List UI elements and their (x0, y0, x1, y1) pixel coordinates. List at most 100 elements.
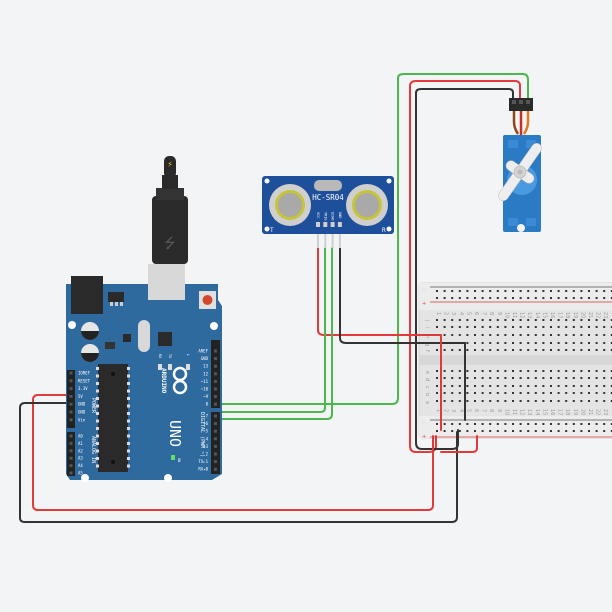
servo-motor[interactable] (487, 98, 552, 232)
rail-hole[interactable] (565, 290, 568, 292)
rail-hole[interactable] (534, 423, 537, 425)
terminal-hole[interactable] (565, 334, 568, 336)
terminal-hole[interactable] (610, 319, 612, 321)
terminal-hole[interactable] (580, 334, 583, 336)
rail-hole[interactable] (534, 297, 537, 299)
terminal-hole[interactable] (565, 385, 568, 387)
header-pin[interactable] (69, 387, 73, 391)
terminal-hole[interactable] (489, 319, 492, 321)
terminal-hole[interactable] (512, 326, 514, 328)
terminal-hole[interactable] (557, 326, 560, 328)
header-pin[interactable] (214, 372, 217, 376)
terminal-hole[interactable] (519, 377, 522, 379)
breadboard-holes[interactable] (436, 290, 612, 432)
terminal-hole[interactable] (504, 326, 507, 328)
terminal-hole[interactable] (489, 400, 492, 402)
header-pin[interactable] (214, 364, 217, 368)
terminal-hole[interactable] (451, 319, 454, 321)
terminal-hole[interactable] (458, 400, 461, 402)
rail-hole[interactable] (610, 297, 612, 299)
terminal-hole[interactable] (527, 392, 530, 394)
terminal-hole[interactable] (610, 385, 612, 387)
rail-hole[interactable] (443, 423, 446, 425)
terminal-hole[interactable] (565, 319, 568, 321)
terminal-hole[interactable] (489, 326, 492, 328)
rail-hole[interactable] (451, 430, 454, 432)
rail-hole[interactable] (504, 297, 507, 299)
terminal-hole[interactable] (580, 377, 583, 379)
rail-hole[interactable] (603, 297, 606, 299)
terminal-hole[interactable] (610, 349, 612, 351)
rail-hole[interactable] (458, 423, 461, 425)
terminal-hole[interactable] (489, 385, 492, 387)
terminal-hole[interactable] (436, 370, 438, 372)
terminal-hole[interactable] (451, 392, 454, 394)
rail-hole[interactable] (610, 290, 612, 292)
terminal-hole[interactable] (527, 334, 530, 336)
terminal-hole[interactable] (489, 377, 492, 379)
terminal-hole[interactable] (565, 392, 568, 394)
rail-hole[interactable] (557, 430, 560, 432)
header-pin[interactable] (214, 422, 217, 426)
terminal-hole[interactable] (557, 400, 560, 402)
rail-hole[interactable] (572, 430, 575, 432)
rail-hole[interactable] (451, 423, 454, 425)
terminal-hole[interactable] (557, 319, 560, 321)
terminal-hole[interactable] (481, 370, 484, 372)
terminal-hole[interactable] (451, 334, 454, 336)
power-header[interactable] (67, 370, 75, 428)
terminal-hole[interactable] (572, 400, 575, 402)
sensor-pin-vcc[interactable] (316, 222, 320, 227)
rail-hole[interactable] (481, 430, 484, 432)
header-pin[interactable] (69, 402, 73, 406)
terminal-hole[interactable] (489, 392, 492, 394)
terminal-hole[interactable] (458, 349, 461, 351)
header-pin[interactable] (214, 437, 217, 441)
rail-hole[interactable] (610, 430, 612, 432)
digital-header-bottom[interactable] (211, 412, 220, 474)
terminal-hole[interactable] (436, 319, 438, 321)
rail-hole[interactable] (610, 423, 612, 425)
header-pin[interactable] (214, 444, 217, 448)
terminal-hole[interactable] (572, 319, 575, 321)
terminal-hole[interactable] (588, 342, 590, 344)
terminal-hole[interactable] (496, 349, 499, 351)
terminal-hole[interactable] (595, 385, 598, 387)
rail-hole[interactable] (588, 423, 590, 425)
rail-hole[interactable] (534, 290, 537, 292)
terminal-hole[interactable] (572, 392, 575, 394)
terminal-hole[interactable] (565, 400, 568, 402)
terminal-hole[interactable] (527, 377, 530, 379)
terminal-hole[interactable] (504, 334, 507, 336)
rail-hole[interactable] (550, 423, 552, 425)
terminal-hole[interactable] (496, 377, 499, 379)
servo-connector[interactable] (509, 98, 533, 111)
rail-hole[interactable] (565, 430, 568, 432)
terminal-hole[interactable] (580, 349, 583, 351)
rail-hole[interactable] (504, 423, 507, 425)
wire-sensor-gnd[interactable] (339, 247, 466, 344)
terminal-hole[interactable] (588, 334, 590, 336)
terminal-hole[interactable] (557, 370, 560, 372)
terminal-hole[interactable] (542, 342, 545, 344)
header-pin[interactable] (214, 414, 217, 418)
terminal-hole[interactable] (542, 319, 545, 321)
sensor-pin-trig[interactable] (323, 222, 328, 227)
terminal-hole[interactable] (512, 342, 514, 344)
terminal-hole[interactable] (572, 385, 575, 387)
terminal-hole[interactable] (451, 326, 454, 328)
rail-hole[interactable] (580, 430, 583, 432)
terminal-hole[interactable] (610, 370, 612, 372)
terminal-hole[interactable] (496, 370, 499, 372)
terminal-hole[interactable] (504, 400, 507, 402)
terminal-hole[interactable] (481, 334, 484, 336)
terminal-hole[interactable] (512, 377, 514, 379)
rail-hole[interactable] (572, 423, 575, 425)
terminal-hole[interactable] (588, 400, 590, 402)
terminal-hole[interactable] (466, 377, 469, 379)
rail-hole[interactable] (572, 297, 575, 299)
terminal-hole[interactable] (557, 385, 560, 387)
terminal-hole[interactable] (496, 326, 499, 328)
rail-hole[interactable] (595, 423, 598, 425)
